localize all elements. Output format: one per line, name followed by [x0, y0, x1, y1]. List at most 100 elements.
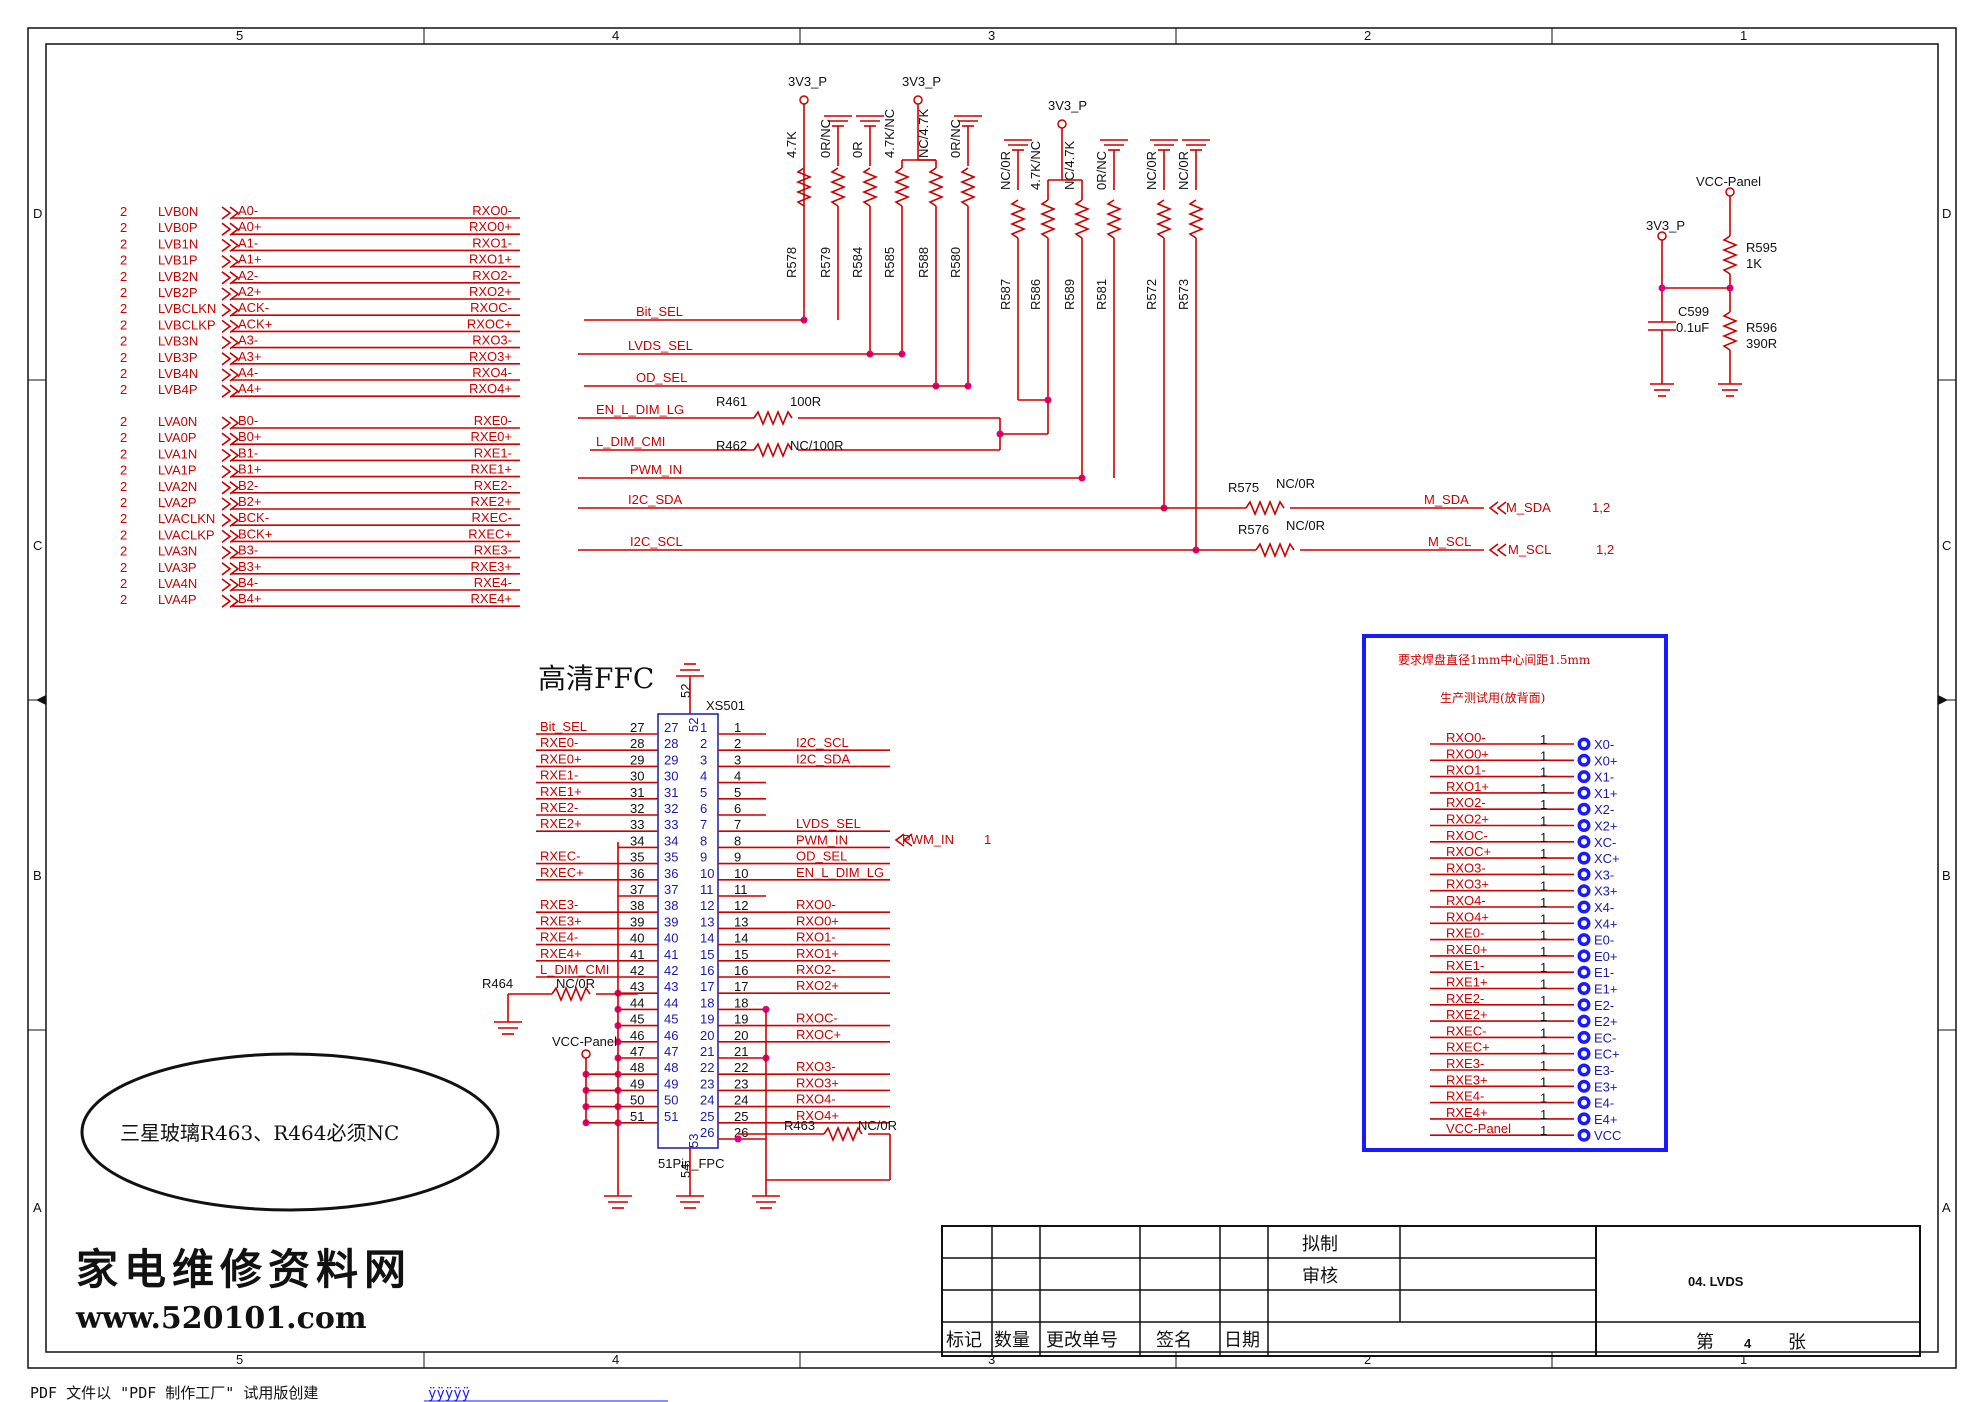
test-point-net: RXO4+ [1446, 909, 1489, 924]
test-point-label: X1- [1594, 770, 1614, 785]
ffc-inner-pin: 15 [700, 947, 714, 962]
test-point-pad-hole [1581, 1001, 1587, 1008]
lvds-net: LVBCLKN [158, 301, 216, 316]
test-box-subtitle: 生产测试用(放背面) [1440, 690, 1545, 705]
ffc-type: 51Pin_FPC [658, 1156, 724, 1171]
ffc-inner-pin: 28 [664, 736, 678, 751]
svg-text:C599: C599 [1678, 304, 1709, 319]
ffc-pin-number: 50 [630, 1093, 644, 1108]
ffc-connector: 高清FFC XS501 51Pin_FPC 52 52 53 54 2727Bi… [482, 662, 991, 1209]
row-label-left: B [33, 868, 42, 883]
footer-link[interactable]: ÿÿÿÿÿ [428, 1386, 470, 1402]
test-point-label: XC+ [1594, 851, 1620, 866]
ffc-pins: 2727Bit_SEL2828RXE0-2929RXE0+3030RXE1-31… [536, 719, 890, 1143]
ffc-inner-pin: 29 [664, 752, 678, 767]
svg-text:www.520101.com: www.520101.com [75, 1301, 367, 1336]
test-point-pad-hole [1581, 920, 1587, 927]
test-point-net: RXO2- [1446, 795, 1486, 810]
test-point-net: VCC-Panel [1446, 1121, 1511, 1136]
ffc-right-net: RXO1- [796, 930, 836, 945]
test-point-pin: 1 [1540, 1058, 1547, 1073]
resistor-value: 0R/NC [818, 119, 833, 158]
svg-text:VCC-Panel: VCC-Panel [552, 1034, 617, 1049]
lvds-net: LVBCLKP [158, 317, 216, 332]
lvds-num: 2 [120, 414, 127, 429]
ffc-pin-number: 47 [630, 1044, 644, 1059]
net-l-dim-cmi: L_DIM_CMI [596, 434, 665, 449]
lvds-num: 2 [120, 269, 127, 284]
row-label-right: B [1942, 868, 1951, 883]
pdf-footer: PDF 文件以 "PDF 制作工厂" 试用版创建 ÿÿÿÿÿ [30, 1384, 668, 1402]
test-point-net: RXO1- [1446, 763, 1486, 778]
lvds-net: LVB1N [158, 236, 198, 251]
lvds-arrow [221, 562, 240, 576]
test-point-label: X2+ [1594, 819, 1618, 834]
ffc-pin-number: 9 [734, 850, 741, 865]
ffc-pin-number: 5 [734, 785, 741, 800]
lvds-arrow [221, 254, 240, 269]
ffc-right-net: RXO4- [796, 1092, 836, 1107]
ffc-left-net: RXEC+ [540, 865, 584, 880]
lvds-arrow [221, 287, 240, 301]
test-point-pad-hole [1581, 806, 1587, 813]
ffc-inner-pin: 14 [700, 931, 714, 946]
lvds-net: LVACLKP [158, 527, 215, 542]
ffc-pin-number: 15 [734, 947, 748, 962]
samsung-note: 三星玻璃R463、R464必须NC [80, 1052, 500, 1212]
resistor-value: NC/4.7K [1062, 141, 1077, 190]
resistor-bodies: R5784.7KR5790R/NCR5840RR5854.7K/NCR588NC… [784, 109, 1205, 554]
ffc-inner-pin: 30 [664, 769, 678, 784]
ffc-inner-pin: 6 [700, 801, 707, 816]
lvds-arrow [221, 352, 240, 366]
resistor-symbol [795, 167, 813, 207]
test-point-pin: 1 [1540, 1123, 1547, 1138]
ffc-ref: XS501 [706, 698, 745, 713]
test-point-pad-hole [1581, 936, 1587, 943]
ffc-inner-pin: 27 [664, 720, 678, 735]
ffc-inner-pin: 47 [664, 1044, 678, 1059]
ffc-left-net: RXE4- [540, 930, 578, 945]
ffc-pin-number: 41 [630, 947, 644, 962]
test-box-border [1362, 634, 1668, 1152]
ffc-inner-pin: 38 [664, 898, 678, 913]
lvds-arrow [221, 529, 240, 544]
lvds-pin: B1- [238, 445, 258, 460]
svg-text:53: 53 [686, 1134, 701, 1148]
col-label-bottom: 2 [1364, 1352, 1371, 1367]
ffc-pin-number: 20 [734, 1028, 748, 1043]
svg-text:1K: 1K [1746, 256, 1762, 271]
resistor-ref: R589 [1062, 279, 1077, 310]
net-od-sel: OD_SEL [636, 370, 687, 385]
ffc-pin-number: 32 [630, 801, 644, 816]
ffc-pin-number: 35 [630, 850, 644, 865]
lvds-arrow [221, 464, 240, 479]
ffc-right-net: LVDS_SEL [796, 816, 861, 831]
test-point-label: EC- [1594, 1030, 1616, 1045]
ffc-inner-pin: 2 [700, 736, 707, 751]
ffc-inner-pin: 46 [664, 1028, 678, 1043]
test-point-label: E2- [1594, 998, 1614, 1013]
col-label-top: 3 [988, 28, 995, 43]
resistor-ref: R586 [1028, 279, 1043, 310]
resistor-value: 0R [850, 141, 865, 158]
test-point-label: EC+ [1594, 1047, 1620, 1062]
lvds-pin: A2+ [238, 284, 262, 299]
lvds-rx: RXE2- [474, 478, 512, 493]
test-point-pin: 1 [1540, 846, 1547, 861]
lvds-net: LVA4N [158, 576, 197, 591]
ffc-pin-number: 10 [734, 866, 748, 881]
lvds-arrow [221, 497, 240, 511]
lvds-num: 2 [120, 544, 127, 559]
lvds-pin: A4- [238, 365, 258, 380]
ffc-inner-pin: 24 [700, 1093, 714, 1108]
svg-text:1: 1 [984, 832, 991, 847]
junction-dot [734, 1135, 742, 1143]
svg-text:100R: 100R [790, 394, 821, 409]
ffc-pin-number: 17 [734, 979, 748, 994]
lvds-rx: RXE4+ [470, 591, 512, 606]
ffc-right-net: RXO0- [796, 897, 836, 912]
test-point-pad-hole [1581, 741, 1587, 747]
ffc-pin-number: 16 [734, 963, 748, 978]
svg-text:R463: R463 [784, 1118, 815, 1133]
lvds-pin: A1- [238, 235, 258, 250]
